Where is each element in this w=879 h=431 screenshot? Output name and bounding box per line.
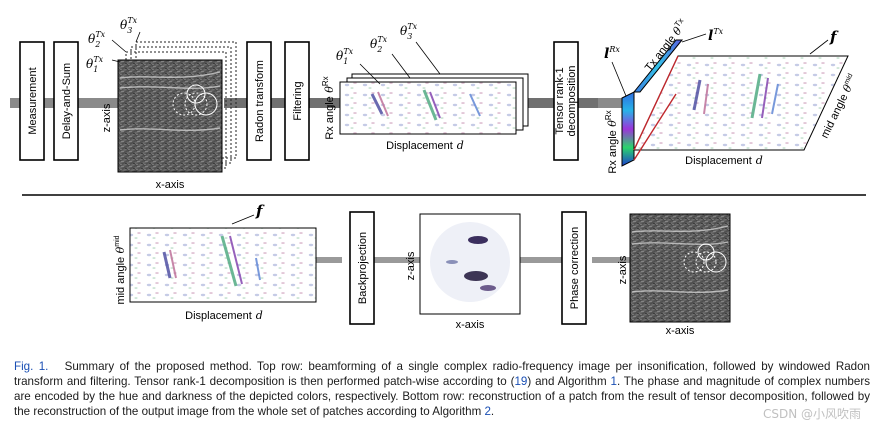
delay-and-sum-label: Delay-and-Sum bbox=[61, 63, 73, 139]
patch-disc bbox=[430, 222, 510, 302]
f-leader-bottom bbox=[231, 214, 255, 225]
l-tx-vector bbox=[632, 39, 684, 93]
caption-text-2: ) and Algorithm bbox=[527, 375, 611, 388]
flow-bar-bottom bbox=[592, 257, 630, 263]
phase-correction-label: Phase correction bbox=[569, 227, 581, 310]
svg-text:θ2Tx: θ2Tx bbox=[370, 35, 388, 54]
z-axis-label-patch: z-axis bbox=[405, 251, 417, 280]
tissue-layers-output bbox=[631, 225, 729, 294]
theta-tx-labels: θ1Tx θ2Tx θ3Tx bbox=[86, 16, 138, 74]
l-rx-label: lRx bbox=[604, 45, 620, 62]
f-leader-top bbox=[809, 39, 829, 55]
radon-leaders bbox=[359, 41, 441, 85]
svg-text:θ1Tx: θ1Tx bbox=[86, 55, 104, 74]
phase-correction-box bbox=[561, 211, 587, 325]
caption-text-1: Summary of the proposed method. Top row:… bbox=[14, 360, 870, 388]
pipeline-lines bbox=[224, 98, 598, 108]
rx-angle-label-radon: Rx angle θRx bbox=[321, 76, 336, 139]
tissue-layers bbox=[119, 71, 221, 132]
measurement-label: Measurement bbox=[27, 67, 39, 134]
radon-transform-box bbox=[246, 41, 272, 161]
tensor-label-line1: Tensor rank-1 bbox=[554, 67, 566, 134]
radon-transform-label: Radon transform bbox=[254, 60, 266, 142]
theta-tx-labels-radon: θ1Tx θ2Tx θ3Tx bbox=[336, 22, 418, 66]
theta-tx-leaders bbox=[111, 31, 141, 63]
l-tx-label: lTx bbox=[708, 27, 724, 44]
caption-text-4: . bbox=[490, 405, 495, 418]
x-axis-label-output: x-axis bbox=[666, 325, 695, 337]
z-axis-label-top: z-axis bbox=[101, 103, 113, 132]
filtering-box bbox=[284, 41, 310, 161]
tensor-label-line2: decomposition bbox=[566, 66, 578, 137]
ultrasound-image-top bbox=[117, 59, 223, 173]
radon-streaks bbox=[370, 89, 481, 121]
algorithm-1-link[interactable]: 1 bbox=[610, 375, 617, 388]
tensor-decomposition-box bbox=[553, 41, 579, 161]
watermark: CSDN @小风吹雨 bbox=[762, 407, 861, 421]
flow-bar-bottom bbox=[520, 257, 562, 263]
patch-circles-output bbox=[683, 243, 727, 273]
f-streaks-bottom bbox=[162, 235, 261, 287]
delay-and-sum-box bbox=[53, 41, 79, 161]
radon-image bbox=[339, 81, 517, 135]
svg-text:θ1Tx: θ1Tx bbox=[336, 47, 354, 66]
svg-text:θ3Tx: θ3Tx bbox=[400, 22, 418, 41]
f-streaks-top bbox=[692, 73, 779, 119]
caption-label: Fig. 1. bbox=[14, 360, 49, 373]
f-label-bottom: f bbox=[255, 202, 265, 220]
l-tx-leader bbox=[681, 33, 707, 43]
flow-bar-bottom bbox=[374, 257, 420, 263]
patch-circles bbox=[172, 84, 218, 116]
mid-angle-label-bottom: mid angle θmid bbox=[114, 235, 127, 304]
z-axis-label-output: z-axis bbox=[617, 255, 629, 284]
backprojection-box bbox=[349, 211, 375, 325]
patch-streaks bbox=[446, 236, 496, 291]
svg-text:θ2Tx: θ2Tx bbox=[88, 30, 106, 49]
rx-angle-label-right: Rx angle θRx bbox=[604, 110, 619, 173]
f-label-top: f bbox=[829, 28, 839, 46]
method-diagram: Measurement Delay-and-Sum z-axis x-axis … bbox=[10, 16, 866, 337]
filtering-label: Filtering bbox=[292, 81, 304, 120]
backprojection-label: Backprojection bbox=[357, 232, 369, 304]
f-red-edges bbox=[633, 55, 679, 161]
flow-bar-bottom bbox=[316, 257, 342, 263]
l-rx-vector bbox=[621, 91, 635, 167]
algorithm-2-link[interactable]: 2 bbox=[484, 405, 491, 418]
figure-caption: Fig. 1. Summary of the proposed method. … bbox=[14, 359, 870, 419]
ultrasound-image-output bbox=[629, 213, 731, 323]
l-rx-leader bbox=[611, 61, 627, 97]
x-axis-label-patch: x-axis bbox=[456, 319, 485, 331]
f-tensor-top bbox=[633, 55, 849, 151]
measurement-box bbox=[19, 41, 45, 161]
caption-text-3: . The phase and magnitude of complex num… bbox=[14, 375, 870, 418]
equation-ref-link[interactable]: 19 bbox=[514, 375, 528, 388]
x-axis-label-top: x-axis bbox=[156, 179, 185, 191]
svg-text:θ3Tx: θ3Tx bbox=[120, 16, 138, 35]
